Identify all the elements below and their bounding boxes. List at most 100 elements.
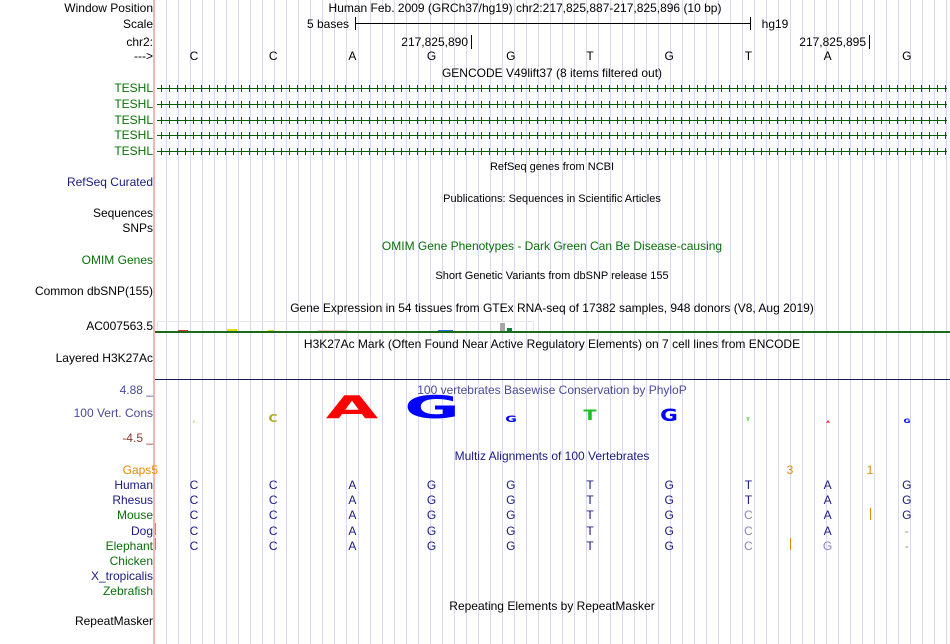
alignment-base: A bbox=[348, 538, 357, 553]
alignment-base: T bbox=[744, 493, 753, 508]
gtex-track-title[interactable]: Gene Expression in 54 tissues from GTEx … bbox=[290, 301, 814, 315]
alignment-base: A bbox=[348, 523, 357, 538]
species-label[interactable]: Rhesus bbox=[112, 493, 153, 508]
gencode-item-label[interactable]: TESHL bbox=[114, 128, 153, 143]
alignment-base: C bbox=[268, 478, 278, 492]
sequences-label[interactable]: Sequences bbox=[92, 206, 153, 220]
gencode-item-label[interactable]: TESHL bbox=[114, 144, 153, 159]
alignment-base: G bbox=[426, 478, 437, 492]
strand-label: ---> bbox=[134, 49, 153, 63]
alignment-base: - bbox=[904, 538, 909, 553]
alignment-base: T bbox=[586, 508, 594, 523]
h3k27ac-label[interactable]: Layered H3K27Ac bbox=[55, 351, 153, 365]
conservation-logo-letter: G bbox=[403, 390, 460, 427]
alignment-base: C bbox=[744, 538, 753, 553]
browser-title: Human Feb. 2009 (GRCh37/hg19) chr2:217,8… bbox=[328, 1, 722, 15]
alignment-base: C bbox=[189, 538, 199, 553]
gencode-item-label[interactable]: TESHL bbox=[114, 112, 153, 127]
conservation-label[interactable]: 100 Vert. Cons bbox=[73, 406, 153, 420]
gencode-item-label[interactable]: TESHL bbox=[114, 96, 153, 111]
gaps-label: Gaps bbox=[122, 463, 152, 477]
scale-label: Scale bbox=[122, 17, 153, 31]
publications-track-title[interactable]: Publications: Sequences in Scientific Ar… bbox=[443, 193, 661, 205]
alignment-base: C bbox=[189, 508, 199, 523]
conservation-logo-letter: A bbox=[326, 390, 379, 427]
species-label[interactable]: Dog bbox=[130, 523, 153, 538]
base-letter: A bbox=[823, 49, 832, 63]
alignment-base: - bbox=[904, 523, 909, 538]
alignment-base: T bbox=[586, 523, 594, 538]
alignment-base: G bbox=[506, 538, 516, 553]
h3k27ac-divider bbox=[155, 379, 950, 380]
refseq-track-title[interactable]: RefSeq genes from NCBI bbox=[489, 161, 615, 173]
alignment-base: G bbox=[506, 493, 516, 508]
gtex-gene-label[interactable]: AC007563.5 bbox=[86, 319, 153, 333]
conservation-track-title[interactable]: 100 vertebrates Basewise Conservation by… bbox=[417, 383, 687, 397]
alignment-base: C bbox=[268, 493, 278, 508]
conservation-logo-letter: T bbox=[583, 407, 597, 425]
gencode-transcript[interactable] bbox=[157, 85, 947, 92]
alignment-base: C bbox=[744, 508, 753, 523]
alignment-base: A bbox=[348, 508, 357, 523]
gtex-bar bbox=[507, 328, 512, 332]
gaps-label-row: Gaps5 bbox=[123, 463, 158, 477]
dbsnp-track-title[interactable]: Short Genetic Variants from dbSNP releas… bbox=[435, 270, 669, 282]
gencode-transcript[interactable] bbox=[157, 148, 947, 156]
alignment-base: G bbox=[664, 538, 674, 553]
base-letter: G bbox=[426, 49, 437, 63]
gtex-bar bbox=[500, 323, 505, 332]
alignment-base: G bbox=[426, 523, 437, 538]
h3k27ac-track-title[interactable]: H3K27Ac Mark (Often Found Near Active Re… bbox=[303, 337, 801, 351]
omim-track-title[interactable]: OMIM Gene Phenotypes - Dark Green Can Be… bbox=[381, 239, 723, 253]
window-position-label: Window Position bbox=[64, 1, 153, 15]
gap-marker bbox=[155, 538, 156, 550]
gap-count: 1 bbox=[866, 463, 874, 477]
gap-marker bbox=[790, 538, 791, 550]
base-letter: T bbox=[744, 49, 753, 63]
alignment-base: C bbox=[189, 493, 199, 508]
species-label[interactable]: Elephant bbox=[105, 538, 153, 553]
species-label[interactable]: Chicken bbox=[109, 554, 153, 568]
repeatmasker-label[interactable]: RepeatMasker bbox=[74, 614, 153, 628]
gencode-transcript[interactable] bbox=[157, 100, 947, 108]
species-label[interactable]: Human bbox=[114, 478, 153, 492]
gap-marker bbox=[155, 523, 156, 535]
species-label[interactable]: X_tropicalis bbox=[90, 569, 153, 584]
omim-genes-label[interactable]: OMIM Genes bbox=[81, 253, 153, 267]
gencode-track-title[interactable]: GENCODE V49lift37 (8 items filtered out) bbox=[441, 66, 663, 80]
gencode-item-label[interactable]: TESHL bbox=[114, 81, 153, 95]
dbsnp-label[interactable]: Common dbSNP(155) bbox=[34, 284, 153, 298]
alignment-base: A bbox=[823, 508, 832, 523]
gap-marker bbox=[870, 508, 871, 520]
chrom-label: chr2: bbox=[126, 35, 153, 49]
alignment-base: G bbox=[664, 508, 674, 523]
species-label[interactable]: Mouse bbox=[116, 508, 153, 523]
snps-label[interactable]: SNPs bbox=[122, 221, 153, 235]
alignment-base: G bbox=[506, 523, 516, 538]
multiz-track-title[interactable]: Multiz Alignments of 100 Vertebrates bbox=[454, 449, 650, 463]
base-letter: C bbox=[189, 49, 199, 63]
base-letter: C bbox=[268, 49, 278, 63]
alignment-base: T bbox=[744, 478, 753, 492]
alignment-base: G bbox=[426, 508, 437, 523]
gencode-transcript[interactable] bbox=[157, 132, 947, 140]
gtex-bar bbox=[227, 329, 237, 332]
alignment-base: T bbox=[586, 493, 594, 508]
gencode-transcript[interactable] bbox=[157, 116, 947, 124]
species-label[interactable]: Zebrafish bbox=[102, 584, 153, 599]
conservation-logo-letter: C bbox=[193, 419, 195, 425]
label-separator bbox=[153, 0, 155, 644]
alignment-base: G bbox=[902, 493, 912, 508]
assembly-label: hg19 bbox=[761, 17, 789, 31]
conservation-logo-letter: T bbox=[746, 418, 751, 424]
alignment-base: G bbox=[506, 478, 516, 492]
scale-tick bbox=[355, 17, 356, 30]
gaps-count: 5 bbox=[151, 463, 158, 477]
repeatmasker-track-title[interactable]: Repeating Elements by RepeatMasker bbox=[449, 599, 655, 613]
alignment-base: G bbox=[664, 523, 674, 538]
alignment-base: C bbox=[268, 523, 278, 538]
base-letter: G bbox=[664, 49, 674, 63]
alignment-base: C bbox=[189, 478, 199, 492]
alignment-base: C bbox=[189, 523, 199, 538]
refseq-curated-label[interactable]: RefSeq Curated bbox=[66, 175, 153, 189]
